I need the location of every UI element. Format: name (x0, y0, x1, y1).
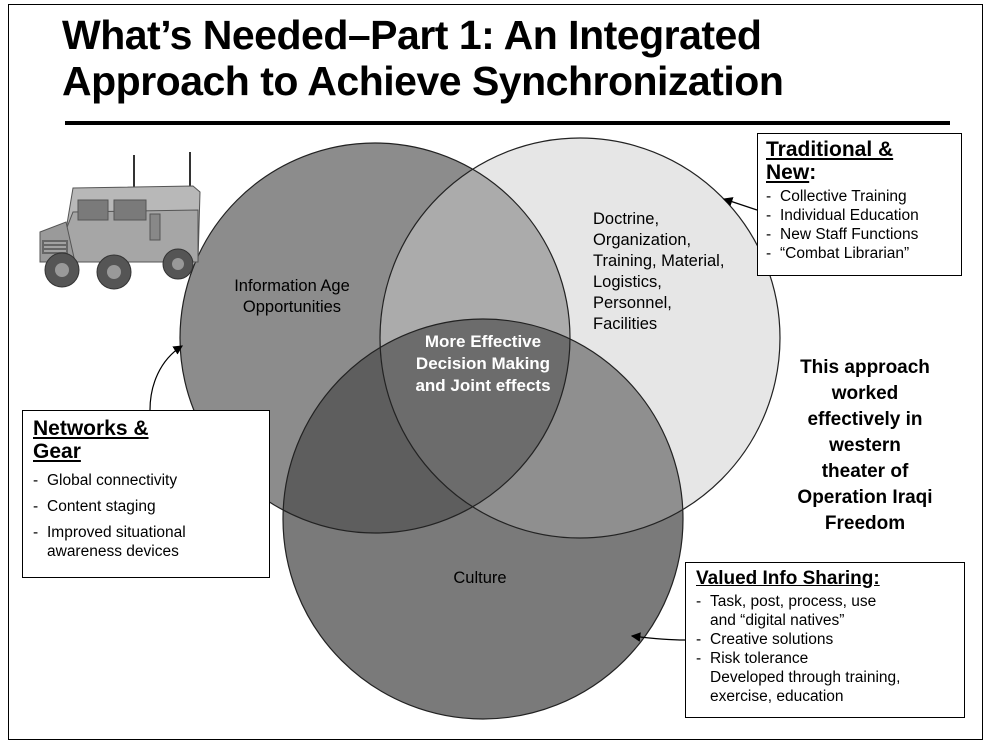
title-line-2: Approach to Achieve Synchronization (62, 58, 784, 104)
traditional-title-line-2: New (766, 161, 810, 184)
bottom-label-text: Culture (453, 569, 507, 587)
approach-line: effectively in (807, 409, 923, 430)
valued-box-title: Valued Info Sharing: (696, 568, 880, 589)
list-item: awareness devices (47, 543, 179, 560)
list-item: Task, post, process, use (696, 592, 954, 611)
traditional-new-box: Traditional & New: Collective Training I… (757, 133, 962, 276)
right-label-line: Doctrine, (593, 210, 660, 228)
list-item: and “digital natives” (710, 612, 845, 629)
approach-line: This approach (800, 357, 930, 378)
slide-frame (8, 4, 983, 740)
left-label-line: Opportunities (242, 298, 342, 316)
right-circle-label: Doctrine, Organization, Training, Materi… (593, 209, 763, 335)
list-item: Developed through training, (710, 669, 901, 686)
traditional-list: Collective Training Individual Education… (766, 187, 953, 263)
list-item: Improved situational (33, 523, 259, 542)
networks-gear-box: Networks & Gear Global connectivity Cont… (22, 410, 270, 578)
list-item: Global connectivity (33, 471, 259, 490)
left-label-line: Information Age (234, 277, 350, 295)
traditional-title-colon: : (809, 161, 817, 184)
traditional-box-title: Traditional & New: (766, 138, 953, 184)
traditional-title-line-1: Traditional & (766, 138, 894, 161)
networks-title-line-1: Networks & (33, 417, 149, 440)
center-label: More Effective Decision Making and Joint… (388, 331, 578, 397)
right-label-line: Facilities (593, 315, 658, 333)
list-item: Risk tolerance (696, 649, 954, 668)
list-item: Collective Training (766, 187, 953, 206)
approach-line: theater of (821, 461, 909, 482)
slide-title: What’s Needed–Part 1: An Integrated Appr… (62, 12, 962, 104)
center-label-line: Decision Making (415, 354, 551, 373)
center-label-line: and Joint effects (415, 376, 551, 395)
valued-info-sharing-box: Valued Info Sharing: Task, post, process… (685, 562, 965, 718)
approach-line: worked (831, 383, 899, 404)
title-line-1: What’s Needed–Part 1: An Integrated (62, 12, 762, 58)
center-label-line: More Effective (424, 332, 542, 351)
list-item: exercise, education (710, 688, 844, 705)
title-underline (65, 121, 950, 125)
networks-box-title: Networks & Gear (33, 417, 259, 463)
valued-list: Task, post, process, use and “digital na… (696, 592, 954, 706)
list-item: Creative solutions (696, 630, 954, 649)
approach-line: Freedom (824, 513, 906, 534)
approach-line: Operation Iraqi (797, 487, 933, 508)
networks-list: Global connectivity Content staging Impr… (33, 471, 259, 561)
military-vehicle-icon (39, 152, 201, 290)
arrow-to-left-circle (149, 345, 184, 411)
approach-statement: This approach worked effectively in west… (770, 355, 960, 537)
left-circle-label: Information Age Opportunities (212, 276, 372, 318)
bottom-circle-label: Culture (420, 568, 540, 589)
list-item: Content staging (33, 497, 259, 516)
approach-line: western (829, 435, 901, 456)
right-label-line: Logistics, (593, 273, 662, 291)
networks-title-line-2: Gear (33, 440, 81, 463)
list-item: Individual Education (766, 206, 953, 225)
list-item: New Staff Functions (766, 225, 953, 244)
right-label-line: Organization, (593, 231, 692, 249)
list-item: “Combat Librarian” (766, 244, 953, 263)
arrow-to-bottom-circle (630, 632, 686, 642)
arrow-to-right-circle (722, 197, 758, 211)
right-label-line: Personnel, (593, 294, 672, 312)
right-label-line: Training, Material, (593, 252, 725, 270)
